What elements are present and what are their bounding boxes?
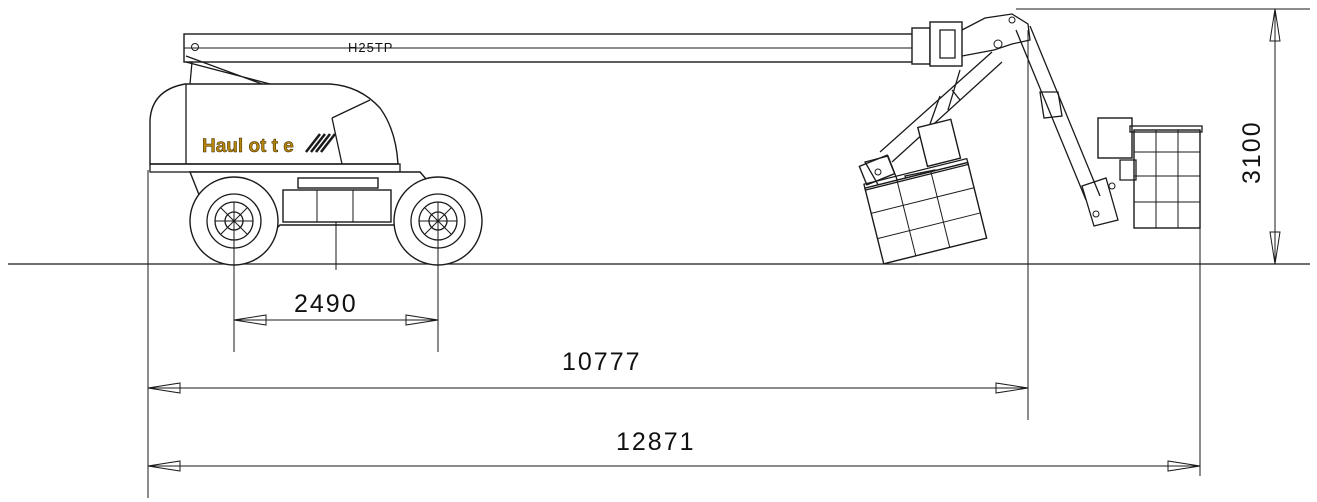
brand-stripes <box>305 133 336 153</box>
jib-lowered <box>858 51 1003 193</box>
brand-logo: Haul ot t e <box>202 136 294 157</box>
dimension-overall-length: 12871 <box>616 428 696 456</box>
dimension-height: 3100 <box>1238 120 1266 184</box>
dimension-wheelbase: 2490 <box>294 290 358 318</box>
basket-raised <box>1097 117 1203 229</box>
dimension-outreach: 10777 <box>562 348 642 376</box>
model-label: H25TP <box>348 40 393 55</box>
turret-hood <box>149 83 399 165</box>
machine-side-view: H25TP Haul ot t e <box>149 13 1031 266</box>
dimension-annotations <box>147 8 1310 498</box>
basket-lowered <box>863 118 988 265</box>
